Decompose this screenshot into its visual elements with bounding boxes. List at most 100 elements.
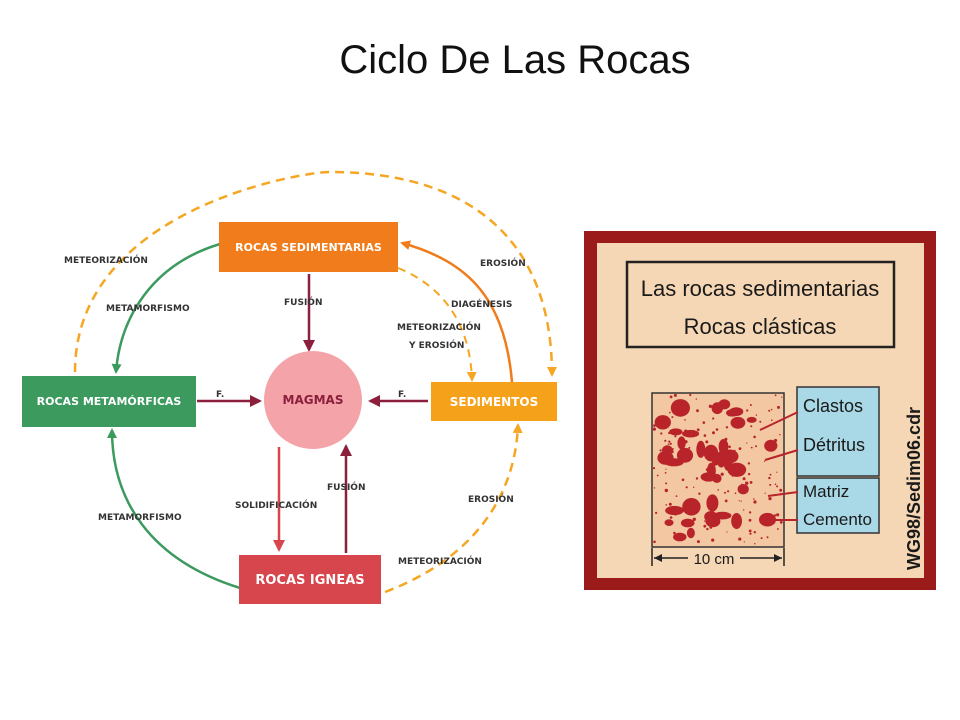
matrix-speck [776, 513, 780, 517]
matrix-speck [774, 483, 777, 486]
matrix-speck [668, 452, 672, 455]
panel-title-line2: Rocas clásticas [684, 314, 837, 339]
matrix-speck [712, 417, 715, 420]
matrix-speck [693, 486, 695, 488]
clastic-rocks-panel: Las rocas sedimentarias Rocas clásticas … [584, 231, 936, 590]
matrix-speck [675, 404, 678, 407]
matrix-speck [754, 543, 756, 545]
matrix-speck [717, 489, 719, 491]
label-fusion-bottom: FUSIÓN [327, 481, 365, 493]
matrix-speck [748, 529, 752, 533]
matrix-speck [673, 393, 677, 397]
matrix-speck [718, 405, 721, 409]
matrix-speck [734, 492, 737, 495]
clast-grain [686, 527, 695, 539]
matrix-speck [742, 477, 746, 481]
matrix-speck [763, 460, 766, 462]
matrix-speck [720, 441, 723, 443]
clast-grain [713, 511, 732, 520]
clast-grain [696, 440, 706, 458]
svg-text:MAGMAS: MAGMAS [283, 393, 344, 407]
matrix-speck [684, 419, 686, 421]
matrix-speck [684, 440, 688, 444]
matrix-speck [777, 405, 780, 409]
matrix-speck [669, 395, 673, 399]
clast-grain [669, 428, 683, 436]
label-meteorizacion-mid-2: Y EROSIÓN [408, 339, 464, 351]
matrix-speck [712, 431, 715, 435]
matrix-speck [743, 509, 745, 511]
matrix-speck [688, 446, 691, 449]
node-magmas: MAGMAS [264, 351, 362, 449]
matrix-speck [689, 393, 692, 397]
arrow-metamorfismo-bottom [107, 428, 241, 590]
matrix-speck [698, 492, 701, 495]
rock-texture-sample [651, 392, 785, 548]
matrix-speck [720, 472, 724, 476]
matrix-speck [755, 445, 757, 448]
matrix-speck [674, 513, 677, 516]
matrix-speck [779, 434, 781, 436]
panel-title-line1: Las rocas sedimentarias [641, 276, 879, 301]
matrix-speck [684, 412, 687, 415]
matrix-speck [664, 488, 668, 493]
matrix-speck [750, 425, 753, 428]
matrix-speck [753, 498, 755, 500]
clast-grain [665, 505, 684, 516]
matrix-speck [760, 537, 763, 540]
label-metamorfismo-top: METAMORFISMO [106, 304, 190, 314]
matrix-speck [705, 451, 709, 454]
clast-grain [680, 518, 695, 528]
matrix-speck [702, 421, 706, 424]
matrix-speck [695, 398, 697, 400]
matrix-speck [664, 472, 667, 474]
matrix-speck [755, 414, 758, 416]
label-detritus: Détritus [803, 435, 865, 455]
matrix-speck [724, 499, 728, 503]
matrix-speck [659, 449, 662, 452]
matrix-speck [760, 514, 764, 518]
matrix-speck [653, 424, 656, 427]
matrix-speck [711, 538, 715, 542]
matrix-speck [668, 431, 671, 435]
clast-grain [664, 519, 674, 526]
matrix-speck [683, 502, 686, 505]
matrix-speck [731, 475, 734, 477]
matrix-speck [703, 524, 707, 528]
matrix-speck [705, 468, 709, 471]
matrix-speck [766, 445, 769, 448]
matrix-speck [672, 448, 674, 450]
matrix-speck [733, 449, 736, 452]
matrix-speck [698, 454, 701, 457]
matrix-speck [715, 428, 719, 431]
matrix-speck [696, 428, 700, 432]
matrix-speck [656, 474, 659, 477]
matrix-speck [753, 500, 757, 504]
matrix-speck [685, 486, 688, 489]
matrix-speck [664, 461, 667, 464]
clast-grain [764, 439, 778, 452]
matrix-speck [779, 488, 783, 492]
matrix-speck [749, 481, 753, 484]
matrix-speck [731, 451, 733, 454]
matrix-speck [738, 537, 742, 541]
matrix-speck [737, 468, 740, 470]
matrix-speck [726, 531, 728, 533]
matrix-speck [747, 462, 751, 465]
label-diagenesis: DIAGÉNESIS [451, 298, 512, 310]
matrix-speck [711, 470, 715, 475]
matrix-speck [664, 447, 667, 449]
clast-grain [675, 403, 685, 410]
dashed-arc-top [73, 170, 557, 377]
node-rocas-sedimentarias: ROCAS SEDIMENTARIAS [219, 222, 398, 272]
matrix-speck [748, 511, 752, 514]
matrix-speck [753, 531, 756, 534]
matrix-speck [750, 446, 753, 449]
matrix-speck [768, 476, 771, 480]
matrix-speck [674, 435, 677, 438]
matrix-speck [663, 418, 667, 421]
matrix-speck [662, 457, 664, 459]
matrix-speck [738, 447, 742, 450]
matrix-speck [665, 504, 667, 506]
matrix-speck [706, 527, 709, 531]
